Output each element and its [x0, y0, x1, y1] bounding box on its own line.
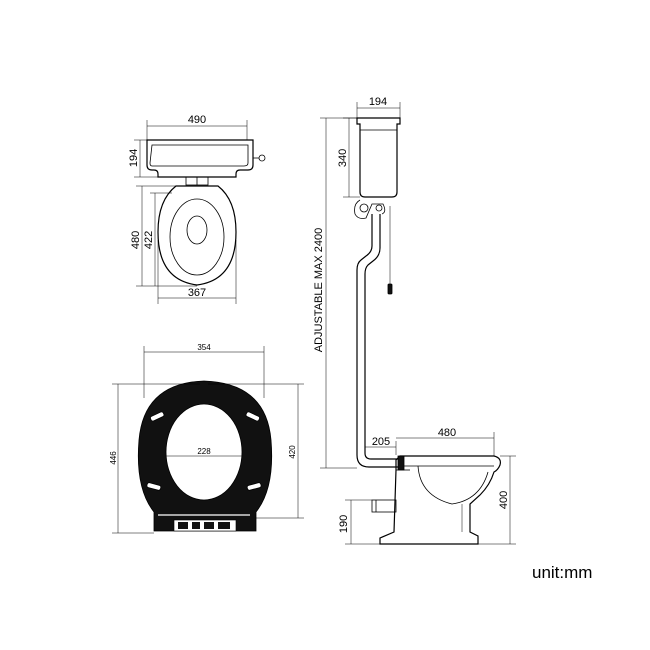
side-cistern-depth-label: 194 [369, 96, 387, 108]
side-cistern-height-label: 340 [337, 149, 349, 167]
adjustable-height-label: ADJUSTABLE MAX 2400 [313, 228, 325, 353]
cistern-side-outline [356, 117, 401, 198]
seat-view: 354 228 446 420 [109, 343, 304, 534]
seat-inner-length-label: 420 [288, 445, 297, 459]
pan-length-label: 480 [130, 231, 142, 249]
outlet-height-label: 190 [338, 515, 350, 533]
outlet-pipe [371, 499, 397, 513]
cistern-width-label: 490 [188, 114, 206, 126]
bumper-pad-icon [246, 482, 262, 491]
pan-top-outline [157, 185, 237, 286]
pan-inner-length-label: 422 [143, 231, 155, 249]
pan-side-outline [379, 455, 501, 545]
flush-handle-icon [258, 154, 266, 162]
seat-width-label: 354 [197, 343, 211, 352]
outlet-offset-label: 205 [372, 436, 390, 448]
pan-width-label: 367 [188, 287, 206, 299]
seat-opening-label: 228 [197, 447, 211, 456]
pan-height-label: 400 [498, 491, 510, 509]
bumper-pad-icon [245, 411, 260, 422]
pan-projection-label: 480 [438, 427, 456, 439]
cistern-depth-label: 194 [128, 149, 140, 167]
pull-handle-icon [387, 283, 393, 295]
bumper-pad-icon [146, 482, 162, 491]
unit-label: unit:mm [532, 563, 592, 582]
side-view: 194 340 ADJUSTABLE MAX 2400 205 480 [313, 96, 516, 545]
cistern-top-outline [146, 139, 254, 178]
top-view: 490 194 480 422 367 [128, 114, 266, 304]
bumper-pad-icon [150, 411, 165, 422]
seat-length-label: 446 [109, 451, 118, 465]
flush-pipe [356, 214, 402, 468]
